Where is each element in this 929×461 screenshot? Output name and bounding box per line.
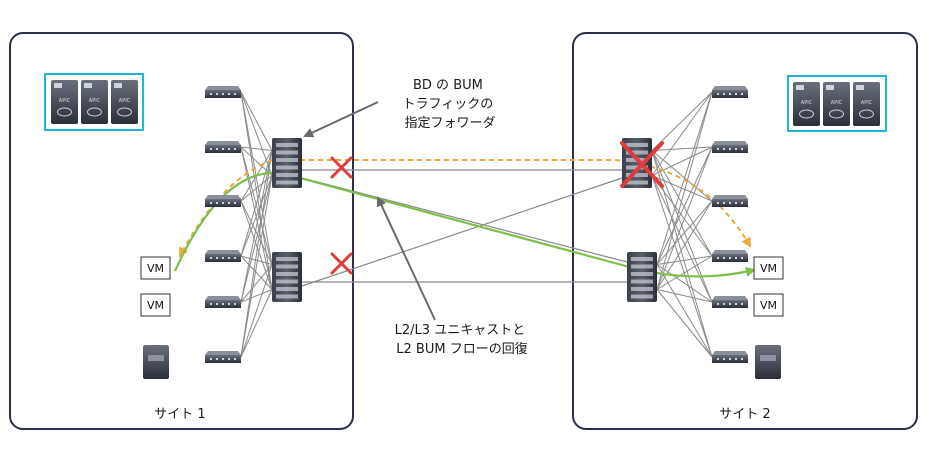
fabric-link: [240, 146, 273, 265]
fabric-link: [240, 175, 273, 358]
link-layer: [240, 91, 713, 358]
vm-box: VM: [753, 256, 784, 280]
vm-box: VM: [753, 293, 784, 317]
fabric-link: [240, 289, 273, 358]
leaf-switch-icon: [712, 351, 748, 363]
spine-switch-icon: [272, 252, 302, 302]
leaf-switch-icon: [205, 250, 241, 262]
leaf-switch-icon: [205, 195, 241, 207]
fabric-link: [656, 146, 713, 265]
fabric-link: [240, 91, 273, 151]
vm-box: VM: [140, 293, 171, 317]
fabric-link: [240, 150, 273, 303]
callout-arrow: [303, 101, 379, 138]
apic-controller-icon: APIC: [823, 82, 850, 126]
fabric-link: [240, 91, 273, 265]
site-2-label: サイト 2: [719, 407, 770, 422]
inter-site-link: [301, 177, 623, 287]
fabric-link: [656, 255, 713, 290]
fabric-link: [651, 175, 713, 303]
fabric-link: [656, 91, 713, 290]
failure-x-icon: [330, 156, 353, 179]
bum-path-local: [179, 159, 273, 258]
site-1-box: [9, 32, 354, 430]
svg-text:APIC: APIC: [861, 100, 873, 106]
storage-icon: [755, 345, 781, 379]
fabric-link: [651, 175, 713, 202]
fabric-link: [240, 264, 273, 303]
fabric-link: [651, 150, 713, 257]
leaf-switch-icon: [205, 351, 241, 363]
svg-text:VM: VM: [760, 262, 777, 275]
fabric-link: [240, 200, 273, 290]
fabric-link: [240, 146, 273, 151]
fabric-link: [651, 175, 713, 358]
apic-controller-icon: APIC: [793, 82, 820, 126]
fabric-link: [651, 146, 713, 151]
site-2-box: [572, 32, 918, 430]
svg-text:APIC: APIC: [59, 98, 71, 104]
apic-controller-icon: APIC: [853, 82, 880, 126]
fabric-link: [240, 175, 273, 257]
leaf-switch-icon: [205, 86, 241, 98]
fabric-link: [656, 146, 713, 290]
storage-icon: [143, 345, 169, 379]
apic-controller-icon: APIC: [51, 80, 78, 124]
fabric-link: [240, 91, 273, 176]
svg-text:APIC: APIC: [831, 100, 843, 106]
fabric-link: [240, 264, 273, 358]
fabric-link: [656, 289, 713, 358]
apic-cluster-site-2: APIC APIC APIC: [787, 75, 887, 132]
fabric-link: [240, 255, 273, 265]
recovery-callout: L2/L3 ユニキャストと L2 BUM フローの回復: [395, 323, 530, 357]
apic-controller-icon: APIC: [81, 80, 108, 124]
fabric-link: [651, 175, 713, 257]
fabric-link: [240, 255, 273, 290]
leaf-switch-icon: [712, 250, 748, 262]
leaf-switch-icon: [712, 195, 748, 207]
svg-text:APIC: APIC: [801, 100, 813, 106]
apic-cluster-site-1: APIC APIC APIC: [44, 73, 144, 131]
fabric-link: [656, 91, 713, 265]
fabric-link: [651, 91, 713, 176]
apic-controller-icon: APIC: [111, 80, 138, 124]
fabric-link: [240, 150, 273, 257]
svg-text:VM: VM: [760, 299, 777, 312]
fabric-link: [240, 175, 273, 303]
designated-forwarder-callout: BD の BUM トラフィックの 指定フォワーダ: [403, 78, 498, 131]
fabric-link: [240, 289, 273, 303]
inter-site-link: [301, 177, 628, 263]
fabric-link: [240, 150, 273, 358]
fabric-link: [656, 264, 713, 303]
spine-switch-icon: [627, 252, 657, 302]
leaf-switch-icon: [205, 141, 241, 153]
svg-text:VM: VM: [147, 262, 164, 275]
site-1-label: サイト 1: [154, 407, 205, 422]
fabric-link: [240, 200, 273, 265]
svg-text:APIC: APIC: [119, 98, 131, 104]
spine-switch-icon: [272, 138, 302, 188]
failure-x-icon: [330, 252, 353, 275]
fabric-link: [651, 150, 713, 358]
leaf-switch-icon: [712, 296, 748, 308]
fabric-link: [240, 146, 273, 176]
spine-failure-x-icon: [620, 141, 664, 188]
callout-arrow: [376, 196, 436, 321]
fabric-link: [656, 264, 713, 358]
leaf-switch-icon: [205, 296, 241, 308]
leaf-switch-icon: [712, 141, 748, 153]
fabric-link: [656, 289, 713, 303]
fabric-link: [656, 200, 713, 265]
fabric-link: [651, 91, 713, 151]
fabric-link: [651, 150, 713, 202]
svg-text:VM: VM: [147, 299, 164, 312]
svg-text:APIC: APIC: [89, 98, 101, 104]
fabric-link: [240, 146, 273, 290]
vm-box: VM: [140, 256, 171, 280]
fabric-link: [240, 91, 273, 290]
leaf-switch-icon: [712, 86, 748, 98]
fabric-link: [656, 255, 713, 265]
